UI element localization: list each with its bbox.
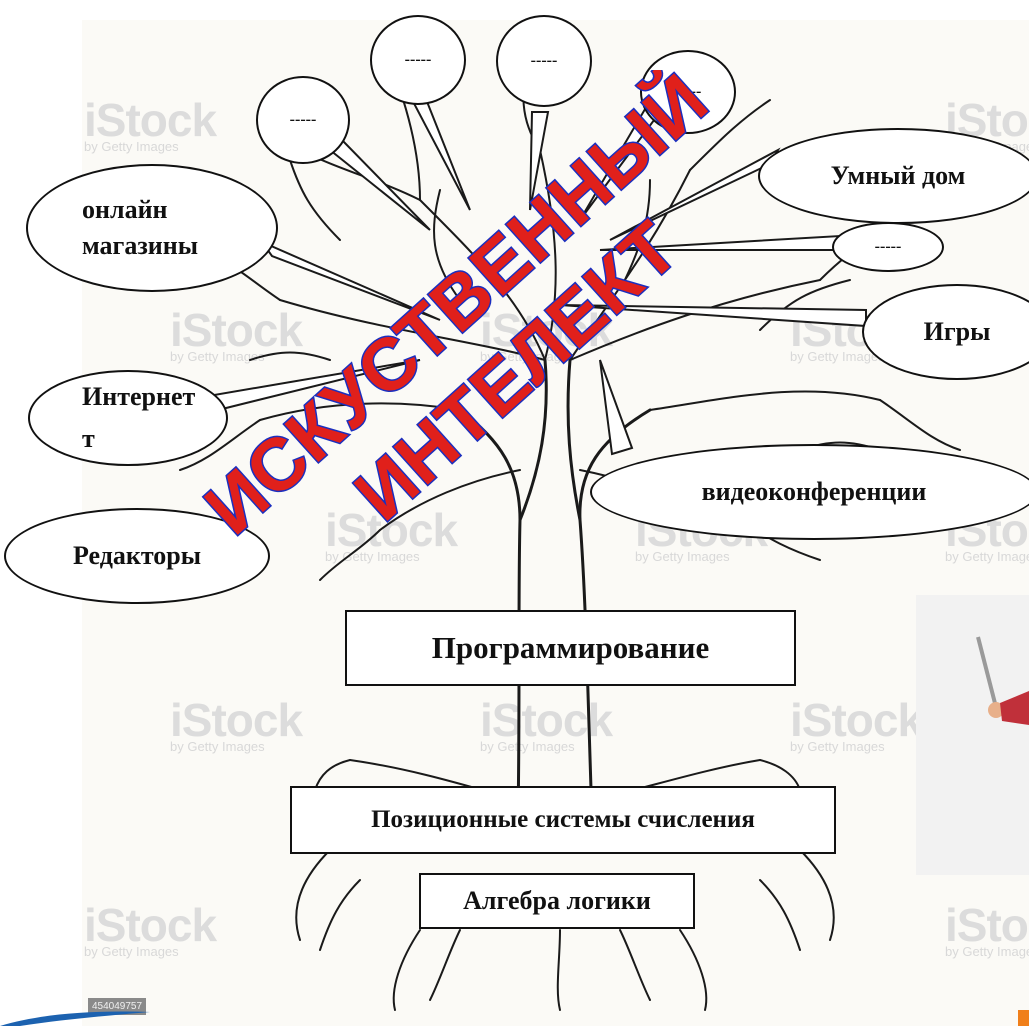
bubble-smart-home: Умный дом <box>758 128 1029 224</box>
box-text: Позиционные системы счисления <box>371 806 755 834</box>
bubble-internet: Интернет т <box>28 370 228 466</box>
bubble-text: Умный дом <box>831 158 966 194</box>
decorative-corner-mark <box>1018 1010 1029 1026</box>
bubble-text: Редакторы <box>73 538 201 574</box>
box-logic-algebra: Алгебра логики <box>419 873 695 929</box>
bubble-dash-text: ----- <box>531 52 558 70</box>
bubble-dash-text: ----- <box>675 83 702 101</box>
bubble-dash-text: ----- <box>290 111 317 129</box>
bubble-text: видеоконференции <box>702 474 927 510</box>
bubble-video-conferences: видеоконференции <box>590 444 1029 540</box>
bubble-text: Игры <box>924 314 991 350</box>
branch-bubble-empty: ----- <box>496 15 592 107</box>
bubble-text: онлайн магазины <box>82 192 198 264</box>
bubble-editors: Редакторы <box>4 508 270 604</box>
box-text: Алгебра логики <box>463 886 651 916</box>
bubble-online-shops: онлайн магазины <box>26 164 278 292</box>
box-text: Программирование <box>432 630 709 666</box>
box-programming: Программирование <box>345 610 796 686</box>
bubble-dash-text: ----- <box>875 238 902 256</box>
box-number-systems: Позиционные системы счисления <box>290 786 836 854</box>
branch-bubble-empty: ----- <box>832 222 944 272</box>
branch-bubble-empty: ----- <box>370 15 466 105</box>
decorative-swoosh <box>0 1008 200 1026</box>
branch-bubble-empty: ----- <box>256 76 350 164</box>
bubble-text: Интернет т <box>82 376 195 460</box>
branch-bubble-empty: ----- <box>640 50 736 134</box>
bubble-dash-text: ----- <box>405 51 432 69</box>
